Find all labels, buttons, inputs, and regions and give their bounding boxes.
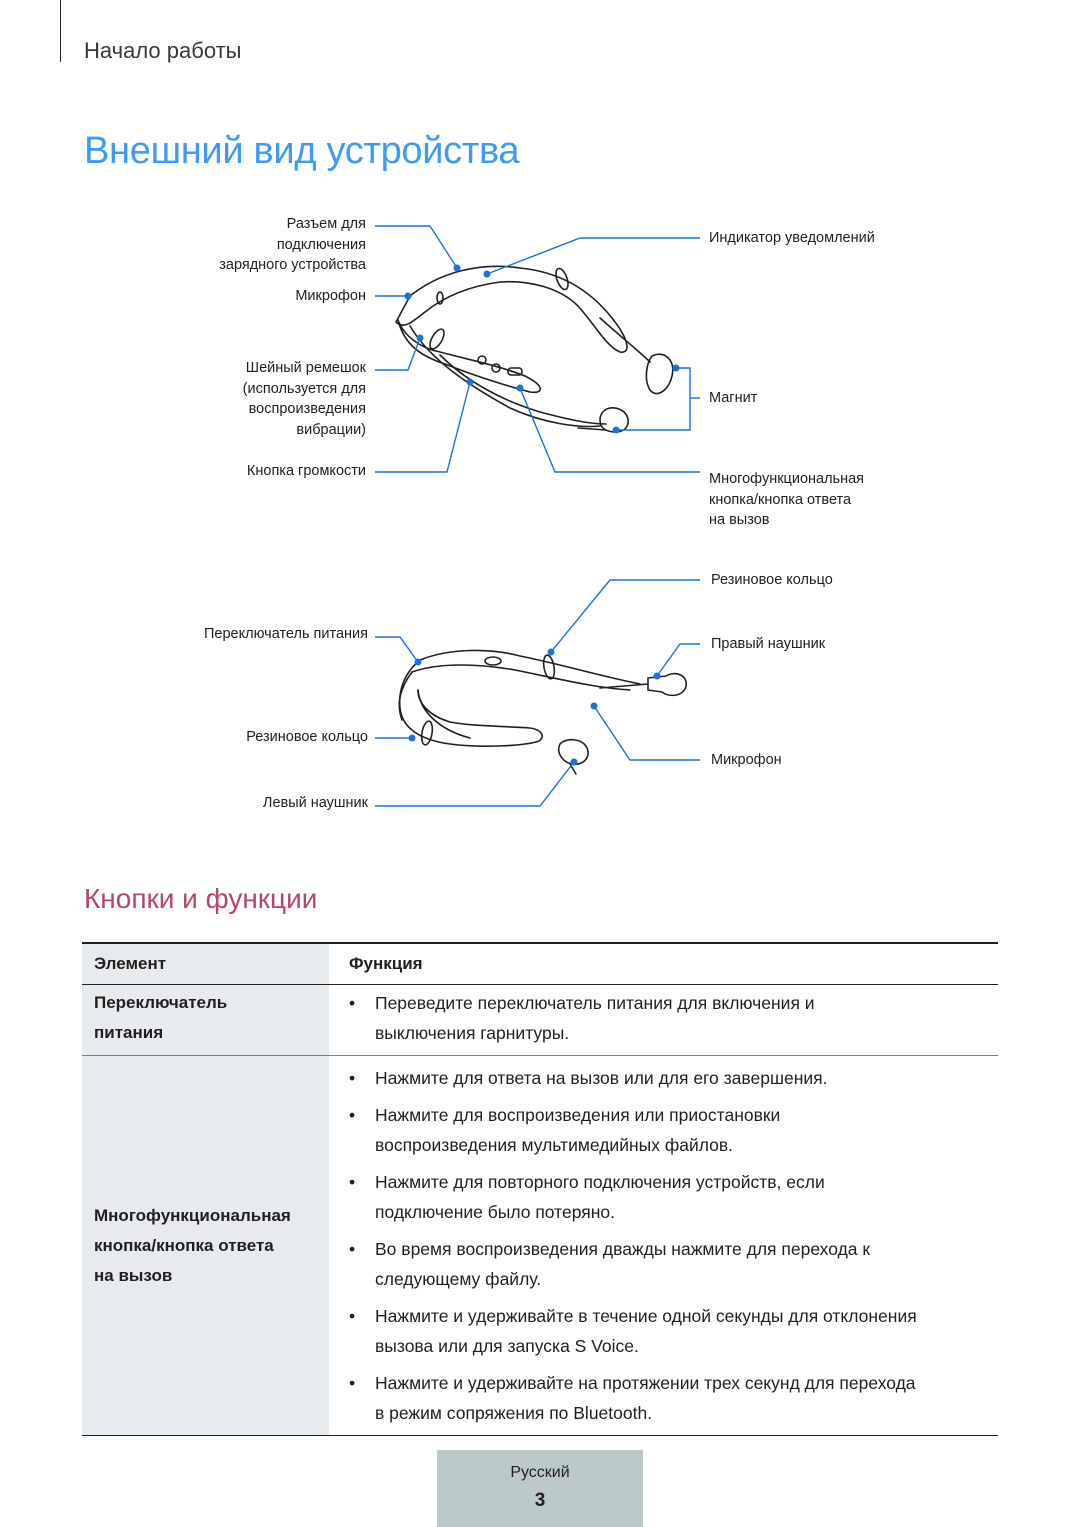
- page-title: Внешний вид устройства: [84, 130, 520, 172]
- label-notification-led: Индикатор уведомлений: [709, 230, 875, 246]
- list-item: • Нажмите для ответа на вызов или для ег…: [349, 1063, 998, 1093]
- header-rule: [60, 0, 61, 62]
- label-charging-port: Разъем для подключения зарядного устройс…: [219, 216, 366, 273]
- bullet-icon: •: [349, 1239, 356, 1259]
- headset-illustration: [395, 265, 687, 775]
- footer-language: Русский: [510, 1464, 570, 1481]
- label-right-earbud: Правый наушник: [711, 636, 826, 652]
- table-top-rule: [82, 942, 998, 944]
- section-title: Начало работы: [84, 38, 242, 63]
- label-rubber-ring-left: Резиновое кольцо: [246, 729, 368, 745]
- table-bottom-rule: [82, 1435, 998, 1436]
- page-footer: Русский 3: [437, 1450, 643, 1527]
- table-row: Многофункциональная кнопка/кнопка ответа…: [82, 1056, 998, 1435]
- buttons-table: Элемент Функция Переключатель питания • …: [82, 942, 998, 1436]
- row-element-multifunction: Многофункциональная кнопка/кнопка ответа…: [94, 1205, 291, 1285]
- label-mic-bottom: Микрофон: [711, 752, 782, 768]
- table-header-row: Элемент Функция: [82, 944, 998, 984]
- label-left-earbud: Левый наушник: [262, 795, 368, 811]
- list-item: • Во время воспроизведения дважды нажмит…: [349, 1234, 998, 1294]
- label-rubber-ring-right: Резиновое кольцо: [711, 572, 833, 588]
- table-header-function: Функция: [349, 954, 423, 973]
- label-multifunction-button: Многофункциональная кнопка/кнопка ответа…: [709, 471, 865, 528]
- table-header-element: Элемент: [82, 944, 329, 984]
- list-item: • Нажмите для воспроизведения или приост…: [349, 1100, 998, 1160]
- row-element-power-switch: Переключатель питания: [82, 985, 329, 1055]
- bullet-icon: •: [349, 1068, 356, 1088]
- label-power-switch: Переключатель питания: [204, 626, 368, 642]
- table-row-rule: [82, 1055, 998, 1056]
- bullet-icon: •: [349, 993, 356, 1013]
- table-row: Переключатель питания • Переведите перек…: [82, 985, 998, 1055]
- label-neck-strap: Шейный ремешок (используется для воспрои…: [242, 360, 366, 438]
- label-mic-top: Микрофон: [295, 288, 366, 304]
- list-item: • Нажмите и удерживайте в течение одной …: [349, 1301, 998, 1361]
- table-header-rule: [82, 984, 998, 985]
- page-number: 3: [534, 1490, 546, 1511]
- label-magnet: Магнит: [709, 390, 758, 406]
- label-volume-button: Кнопка громкости: [246, 463, 366, 479]
- bullet-icon: •: [349, 1373, 356, 1393]
- bullet-icon: •: [349, 1172, 356, 1192]
- bullet-icon: •: [349, 1306, 356, 1326]
- list-item: • Переведите переключатель питания для в…: [349, 988, 998, 1048]
- callout-leaders: [375, 225, 700, 807]
- section-heading: Кнопки и функции: [84, 883, 318, 914]
- list-item: • Нажмите и удерживайте на протяжении тр…: [349, 1368, 998, 1428]
- list-item: • Нажмите для повторного подключения уст…: [349, 1167, 998, 1227]
- bullet-icon: •: [349, 1105, 356, 1125]
